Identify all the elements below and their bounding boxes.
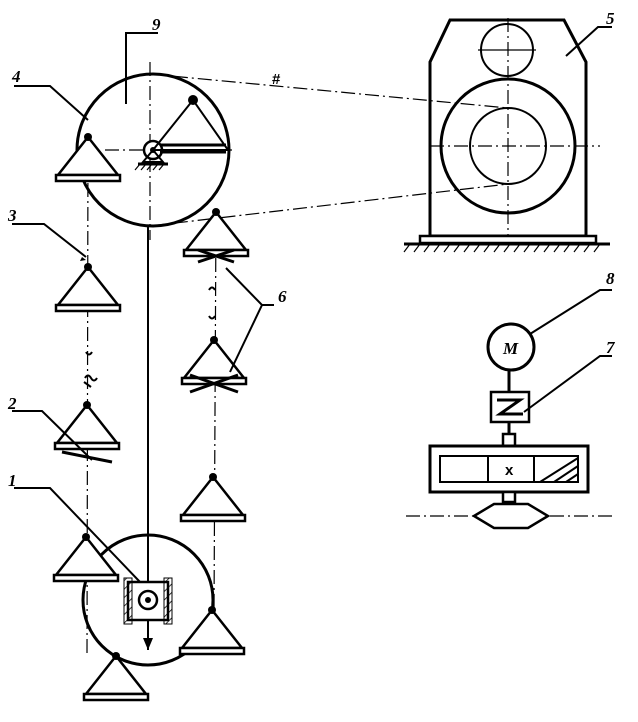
bucket-left-1 xyxy=(54,131,122,183)
tension-sprocket xyxy=(81,533,215,667)
left-buckets xyxy=(52,131,150,702)
bucket-left-3 xyxy=(53,399,121,451)
motor-drive: M x xyxy=(406,322,612,530)
label-1: 1 xyxy=(8,471,17,490)
crank-triangle xyxy=(150,98,230,151)
motor-label: M xyxy=(502,339,519,358)
bucket-right-4 xyxy=(178,604,246,656)
label-6: 6 xyxy=(278,287,287,306)
label-8: 8 xyxy=(606,269,615,288)
leader-lines xyxy=(12,26,612,583)
label-4: 4 xyxy=(11,67,21,86)
bucket-left-2 xyxy=(54,261,122,313)
label-2: 2 xyxy=(7,394,17,413)
label-5: 5 xyxy=(606,9,615,28)
bucket-bottom xyxy=(82,650,150,702)
gearbox xyxy=(403,18,610,253)
part-labels: 1 2 3 4 5 6 7 8 9 xyxy=(7,9,616,490)
bucket-right-3 xyxy=(179,471,247,523)
label-7: 7 xyxy=(606,338,616,357)
bucket-left-4 xyxy=(52,531,120,583)
gear-mark: x xyxy=(505,462,514,479)
label-3: 3 xyxy=(7,206,17,225)
belt-mark: # xyxy=(272,71,281,88)
label-9: 9 xyxy=(152,15,161,34)
right-buckets xyxy=(178,206,250,656)
motor-symbol xyxy=(486,322,536,372)
output-sprocket xyxy=(471,502,551,530)
